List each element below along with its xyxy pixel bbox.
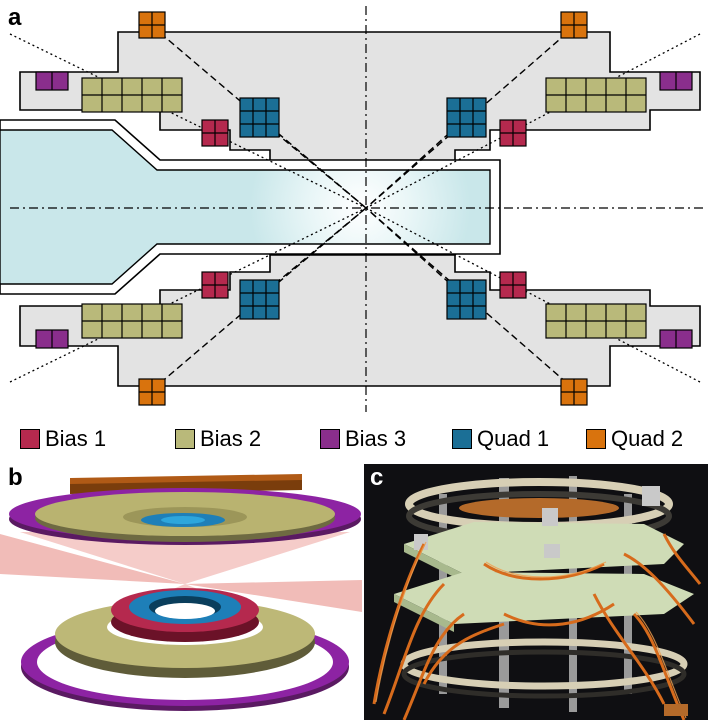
legend-label: Quad 2 xyxy=(611,426,684,451)
legend-item-bias2: Bias 2 xyxy=(175,424,261,454)
bottom-ring xyxy=(400,638,688,690)
legend-item-quad2: Quad 2 xyxy=(586,424,683,454)
legend-label: Bias 2 xyxy=(200,426,262,451)
apparatus-photo xyxy=(364,464,708,720)
bias1-coils xyxy=(201,119,527,299)
laser-beam-upper xyxy=(20,532,350,584)
legend-item-bias1: Bias 1 xyxy=(20,424,106,454)
panel-c-photo xyxy=(364,464,708,720)
bias2-lower-left xyxy=(81,303,183,339)
laser-beam-right xyxy=(185,580,362,612)
panel-a-cross-section xyxy=(0,6,705,412)
quad2-swatch xyxy=(586,429,606,449)
bias-field-lines xyxy=(9,33,701,383)
panel-b-3d-render xyxy=(0,474,362,711)
legend: Bias 1 Bias 2 Bias 3 Quad 1 Quad 2 xyxy=(0,424,708,454)
legend-item-bias3: Bias 3 xyxy=(320,424,406,454)
bias3-swatch xyxy=(320,429,340,449)
panel-c-label: c xyxy=(370,464,384,491)
lens-body xyxy=(0,129,491,285)
bias2-lower-right xyxy=(545,303,647,339)
quad1-coils xyxy=(239,97,487,320)
quad1-swatch xyxy=(452,429,472,449)
bias2-upper-right xyxy=(545,77,647,113)
quad2-coils xyxy=(138,11,588,406)
legend-item-quad1: Quad 1 xyxy=(452,424,549,454)
laser-beam-left xyxy=(0,534,185,584)
legend-label: Bias 3 xyxy=(345,426,407,451)
bias2-swatch xyxy=(175,429,195,449)
panel-a-label: a xyxy=(8,4,22,31)
panel-b-label: b xyxy=(8,464,23,491)
legend-label: Quad 1 xyxy=(477,426,550,451)
legend-label: Bias 1 xyxy=(45,426,107,451)
copper-wires xyxy=(372,533,702,720)
bias1-swatch xyxy=(20,429,40,449)
lower-green-plate xyxy=(394,572,694,624)
bias2-upper-left xyxy=(81,77,183,113)
bias3-coils xyxy=(35,71,693,349)
